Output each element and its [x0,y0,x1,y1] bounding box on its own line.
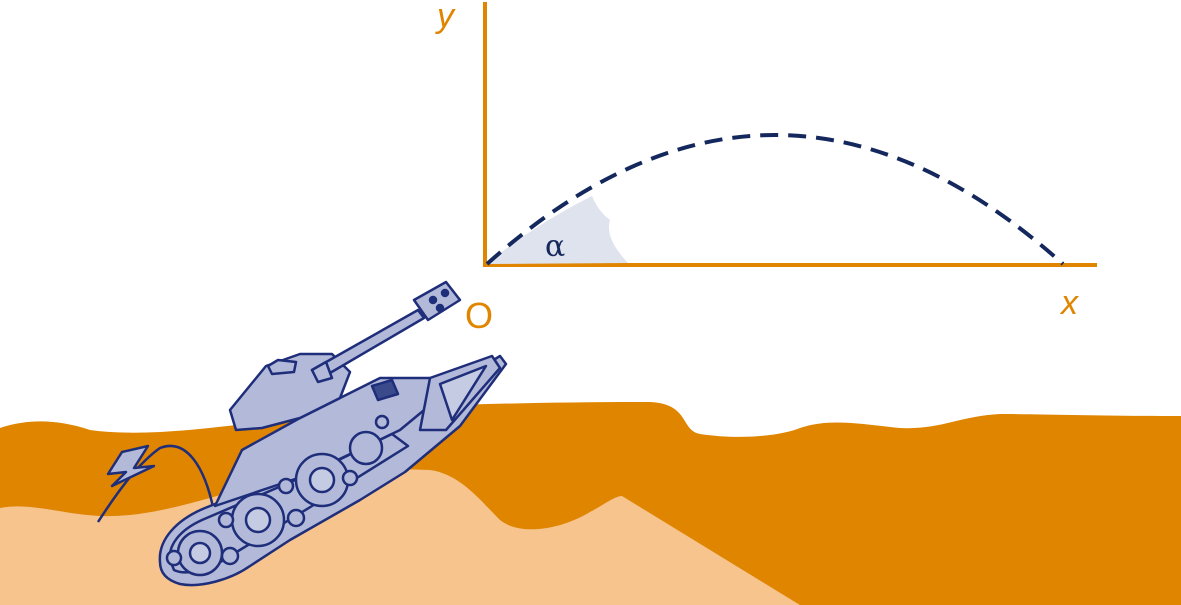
origin-label: O [465,295,493,336]
idler-wheel-6 [341,469,359,487]
dust-swirl [96,444,216,523]
x-axis-label: x [1059,284,1079,322]
road-wheel-3-hub [308,466,336,494]
road-wheel-2-hub [244,506,272,534]
angle-label: α [545,229,565,264]
angle-shading [487,196,628,264]
road-wheel-4 [348,430,384,466]
muzzle-hole-1 [428,295,438,305]
engine-hatch [370,378,400,402]
road-wheel-1-hub [188,541,212,565]
y-axis-label: y [435,0,456,35]
gun-mantlet [310,360,334,384]
tank-fender-2 [438,364,488,422]
idler-wheel-2 [220,546,240,566]
idler-wheel-4 [286,508,306,528]
tank-illustration [96,280,508,587]
idler-wheel-3 [217,511,235,529]
trajectory-curve [485,133,1065,266]
muzzle-hole-3 [435,303,445,313]
idler-wheel-1 [165,549,183,567]
idler-wheel-7 [374,414,390,430]
idler-wheel-5 [277,477,295,495]
dust-flare [106,444,156,488]
turret-hatch [266,358,298,376]
muzzle-hole-2 [440,288,450,298]
